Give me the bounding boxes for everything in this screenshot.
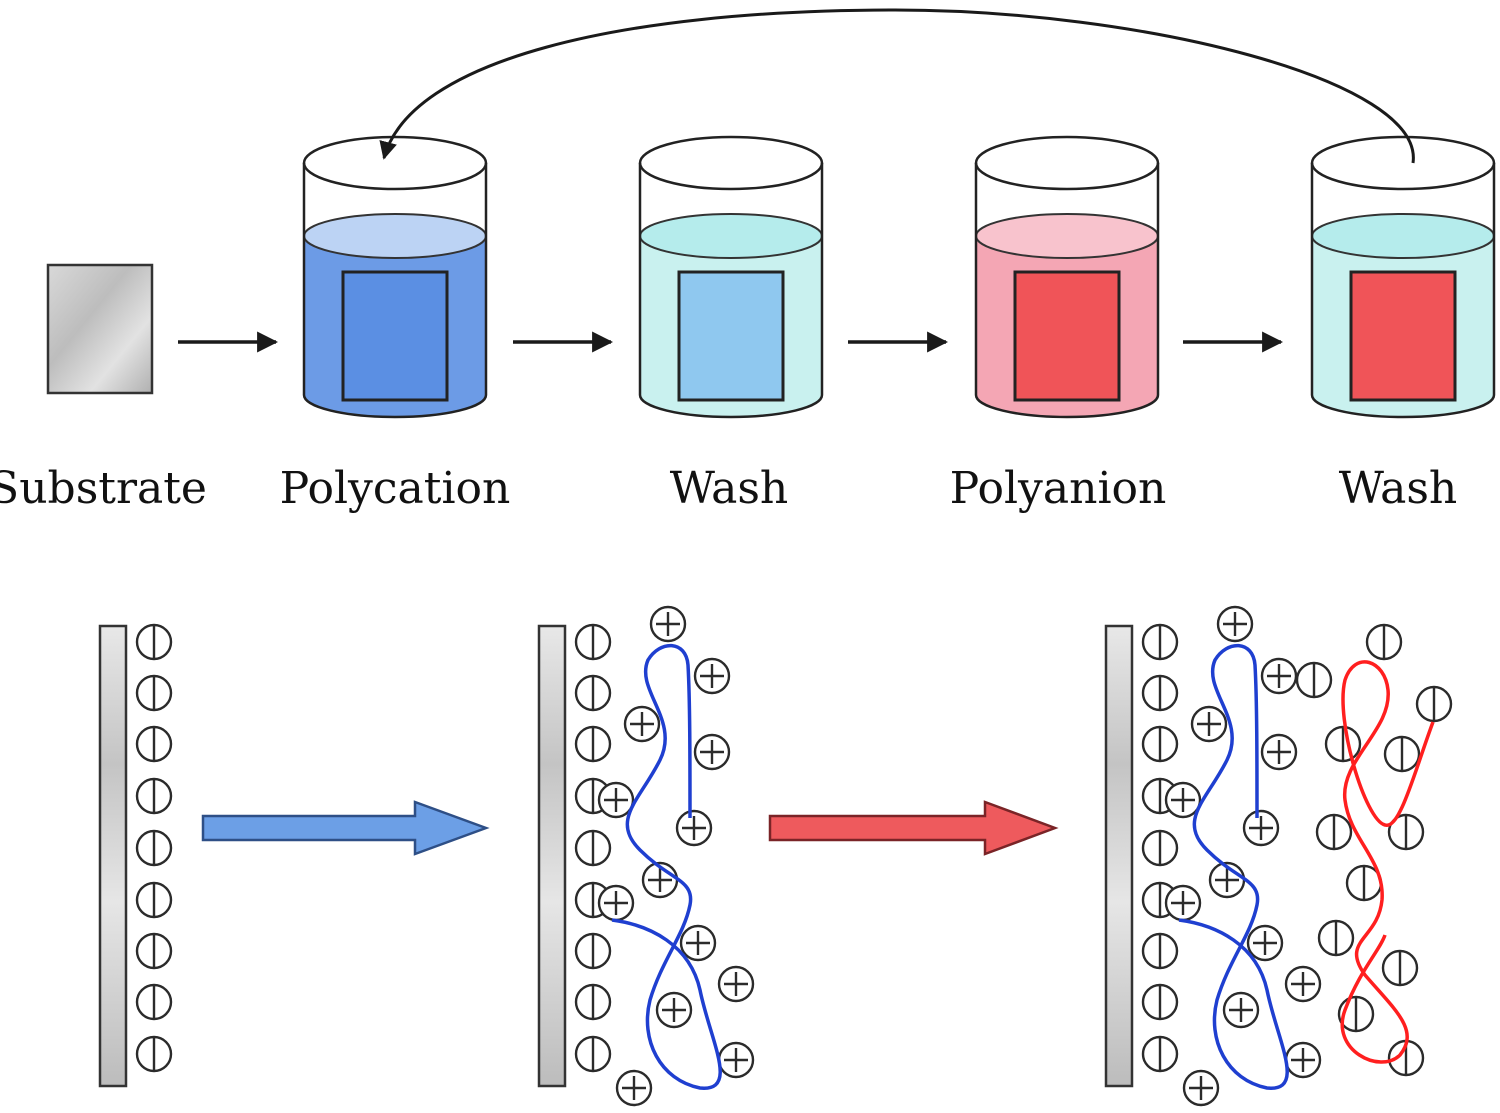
polycation-step-arrow (201, 800, 490, 856)
step-label: Wash (670, 463, 789, 514)
beaker (974, 135, 1160, 419)
beaker-rim (302, 135, 488, 191)
substrate-slab (537, 624, 567, 1088)
liquid-surface (303, 213, 487, 259)
circle-minus-icon (135, 725, 173, 763)
circle-plus-icon (1260, 657, 1298, 695)
liquid-surface (639, 213, 823, 259)
circle-minus-icon (1141, 674, 1179, 712)
circle-minus-icon (135, 674, 173, 712)
step-label: Polycation (280, 463, 511, 514)
circle-minus-icon (574, 829, 612, 867)
beaker-wall (974, 163, 1160, 419)
mechanism-row (98, 605, 1453, 1107)
circle-plus-icon (649, 605, 687, 643)
circle-minus-icon (135, 623, 173, 661)
circle-plus-icon (655, 991, 693, 1029)
process-row: Substrate Polycation Wash Polyanion Wash (0, 8, 1496, 514)
immersed-slide (341, 270, 449, 402)
circle-minus-icon (1317, 919, 1355, 957)
multilayer-panel (1104, 605, 1453, 1107)
circle-plus-icon (1260, 733, 1298, 771)
circle-minus-icon (135, 881, 173, 919)
circle-minus-icon (1415, 685, 1453, 723)
circle-plus-icon (1246, 924, 1284, 962)
circle-plus-icon (679, 924, 717, 962)
polyanion-chain (1340, 660, 1435, 1064)
circle-minus-icon (1383, 735, 1421, 773)
beaker (1310, 135, 1496, 419)
return-arrow-icon (379, 8, 1415, 164)
polycation-layer-panel (537, 605, 755, 1107)
circle-minus-icon (1141, 1035, 1179, 1073)
substrate-slab (1104, 624, 1134, 1088)
circle-minus-icon (1141, 983, 1179, 1021)
liquid-surface (1311, 213, 1495, 259)
beaker-rim (974, 135, 1160, 191)
beaker (638, 135, 824, 419)
circle-plus-icon (1216, 605, 1254, 643)
polyanion-step-arrow (768, 800, 1059, 856)
circle-minus-icon (1381, 949, 1419, 987)
beaker-wall (1310, 163, 1496, 419)
circle-minus-icon (574, 725, 612, 763)
substrate-slide (46, 263, 154, 395)
circle-plus-icon (1242, 809, 1280, 847)
circle-plus-icon (675, 809, 713, 847)
circle-minus-icon (574, 623, 612, 661)
circle-plus-icon (1164, 884, 1202, 922)
circle-minus-icon (574, 983, 612, 1021)
step-label: Polyanion (950, 463, 1167, 514)
circle-plus-icon (597, 781, 635, 819)
circle-plus-icon (1222, 991, 1260, 1029)
circle-minus-icon (135, 829, 173, 867)
circle-minus-icon (135, 932, 173, 970)
step-label: Wash (1339, 463, 1458, 514)
circle-minus-icon (135, 777, 173, 815)
circle-plus-icon (693, 733, 731, 771)
bare-substrate-panel (98, 623, 173, 1088)
circle-minus-icon (1315, 813, 1353, 851)
circle-plus-icon (597, 884, 635, 922)
circle-plus-icon (1164, 781, 1202, 819)
circle-minus-icon (574, 674, 612, 712)
immersed-slide (1349, 270, 1457, 402)
circle-minus-icon (135, 1035, 173, 1073)
circle-minus-icon (574, 932, 612, 970)
beaker-rim (638, 135, 824, 191)
step-label: Substrate (0, 463, 207, 514)
circle-plus-icon (1182, 1069, 1220, 1107)
circle-minus-icon (1141, 725, 1179, 763)
beaker-wall (302, 163, 488, 419)
circle-minus-icon (1141, 932, 1179, 970)
polycation-chain (1178, 643, 1289, 1090)
circle-minus-icon (1141, 829, 1179, 867)
circle-plus-icon (717, 965, 755, 1003)
circle-plus-icon (615, 1069, 653, 1107)
circle-plus-icon (623, 705, 661, 743)
circle-plus-icon (1284, 1041, 1322, 1079)
circle-plus-icon (717, 1041, 755, 1079)
circle-minus-icon (1295, 661, 1333, 699)
circle-plus-icon (1284, 965, 1322, 1003)
circle-plus-icon (1190, 705, 1228, 743)
polycation-chain (611, 643, 722, 1090)
immersed-slide (677, 270, 785, 402)
circle-minus-icon (1324, 725, 1362, 763)
circle-minus-icon (1365, 623, 1403, 661)
liquid-surface (975, 213, 1159, 259)
beaker (302, 135, 488, 419)
beaker-rim (1310, 135, 1496, 191)
circle-minus-icon (135, 983, 173, 1021)
circle-minus-icon (1141, 623, 1179, 661)
circle-minus-icon (574, 1035, 612, 1073)
circle-plus-icon (693, 657, 731, 695)
substrate-slab (98, 624, 128, 1088)
beaker-wall (638, 163, 824, 419)
immersed-slide (1013, 270, 1121, 402)
